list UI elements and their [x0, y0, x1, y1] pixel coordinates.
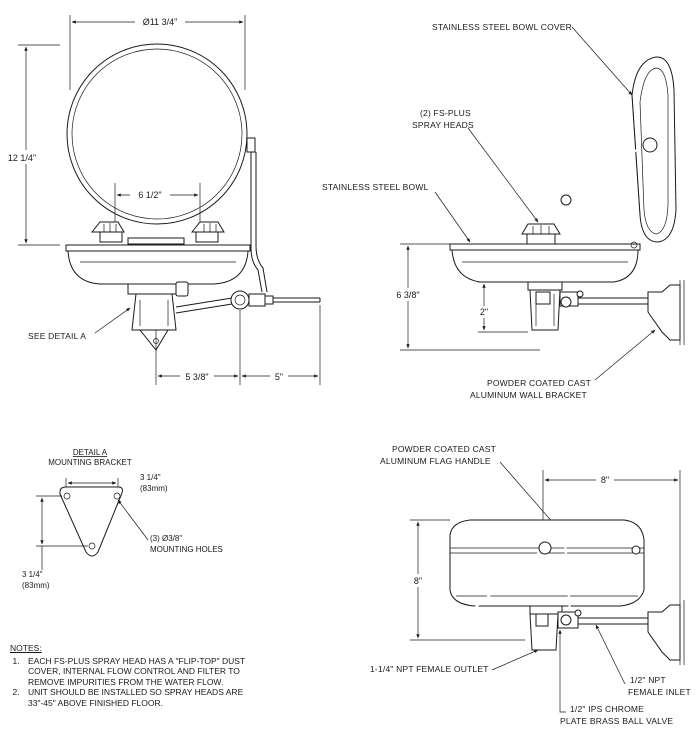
- detail-label-holes-2: MOUNTING HOLES: [150, 545, 223, 554]
- detail-dim-left-2: (83mm): [22, 581, 50, 590]
- detail-dim-left-1: 3 1/4": [22, 570, 43, 579]
- closed-dim-height: 8": [414, 576, 422, 586]
- closed-label-handle-1: POWDER COATED CAST: [392, 444, 496, 454]
- side-label-bracket-1: POWDER COATED CAST: [487, 378, 591, 388]
- front-dim-bottom-right: 5": [275, 372, 283, 382]
- side-dim-height: 6 3/8": [396, 290, 419, 300]
- detail-dim-top-2: (83mm): [140, 484, 168, 493]
- detail-subtitle: MOUNTING BRACKET: [48, 458, 132, 467]
- detail-label-holes-1: (3) Ø3/8": [150, 534, 182, 543]
- detail-a: DETAIL A MOUNTING BRACKET 3 1/4" (83mm) …: [22, 448, 223, 590]
- side-label-bracket-2: ALUMINUM WALL BRACKET: [470, 390, 587, 400]
- spray-head-left: [90, 221, 125, 243]
- note-item: EACH FS-PLUS SPRAY HEAD HAS A "FLIP-TOP"…: [22, 656, 260, 688]
- detail-title: DETAIL A: [73, 448, 108, 457]
- notes-list: EACH FS-PLUS SPRAY HEAD HAS A "FLIP-TOP"…: [10, 656, 260, 709]
- side-dim-small: 2": [480, 307, 488, 317]
- detail-dim-top-1: 3 1/4": [140, 473, 161, 482]
- closed-view: POWDER COATED CAST ALUMINUM FLAG HANDLE …: [370, 444, 691, 726]
- spray-head-right: [190, 221, 225, 243]
- closed-label-valve-2: PLATE BRASS BALL VALVE: [560, 716, 673, 726]
- front-dim-height: 12 1/4": [8, 153, 36, 163]
- closed-label-inlet-2: FEMALE INLET: [628, 687, 691, 697]
- side-label-bowl: STAINLESS STEEL BOWL: [322, 182, 429, 192]
- front-view: Ø11 3/4" 12 1/4" 6 1/2": [2, 14, 321, 385]
- front-dim-spray-spacing: 6 1/2": [138, 190, 161, 200]
- side-label-cover: STAINLESS STEEL BOWL COVER: [432, 22, 572, 32]
- closed-label-outlet: 1-1/4" NPT FEMALE OUTLET: [370, 664, 489, 674]
- front-label-detail: SEE DETAIL A: [28, 331, 86, 341]
- side-label-spray-2: SPRAY HEADS: [412, 120, 474, 130]
- note-item: UNIT SHOULD BE INSTALLED SO SPRAY HEADS …: [22, 687, 260, 708]
- closed-dim-width: 8": [601, 475, 609, 485]
- front-dim-bottom-left: 5 3/8": [185, 372, 208, 382]
- side-label-spray-1: (2) FS-PLUS: [420, 108, 471, 118]
- closed-label-inlet-1: 1/2" NPT: [630, 675, 666, 685]
- closed-label-handle-2: ALUMINUM FLAG HANDLE: [380, 456, 491, 466]
- notes-title: NOTES:: [10, 643, 42, 653]
- closed-label-valve-1: 1/2" IPS CHROME: [570, 704, 644, 714]
- side-view: STAINLESS STEEL BOWL COVER (2) FS-PLUS S…: [322, 22, 685, 400]
- notes-block: NOTES: EACH FS-PLUS SPRAY HEAD HAS A "FL…: [10, 643, 260, 708]
- front-dim-diameter: Ø11 3/4": [143, 17, 178, 27]
